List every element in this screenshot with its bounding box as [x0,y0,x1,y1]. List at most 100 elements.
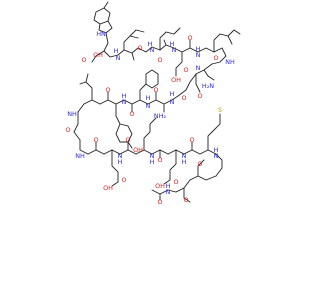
bond [129,29,145,37]
atom-label: O [93,136,98,144]
bond [103,1,109,9]
atom-label: O [183,196,188,204]
atom-label: H₂N [202,82,214,90]
bond [91,50,105,63]
atom-label: OH [93,51,103,59]
atom-label: N [196,51,201,59]
bond-ring [93,7,111,25]
bond [215,167,223,177]
atom-label: O [181,94,186,102]
atom-label: N [182,152,187,160]
atom-label: HN [96,30,106,38]
atom-label: O [213,54,218,62]
bond [147,99,173,105]
atom-label: O [105,86,110,94]
bond [87,149,105,155]
atom-label: N [116,54,121,62]
bond [173,47,183,77]
atom-label: N [122,98,127,106]
atom-labels: HN OH O H N O N H O N H O OH O N H O NH … [65,30,234,206]
bond [169,149,177,181]
bond [103,50,119,58]
bond [183,187,191,203]
bond [197,159,205,177]
atom-label: N [172,46,177,54]
bond-skeleton [73,1,241,203]
atom-label: O [157,156,162,164]
atom-label: N [170,98,175,106]
atom-label: H [182,158,187,166]
bond [189,175,217,181]
bond [151,44,175,51]
atom-label: H [148,40,153,48]
atom-label: H [114,47,119,55]
atom-label: O [197,92,202,100]
bond [207,113,221,151]
atom-label: H [170,40,175,48]
atom-label: NH₂ [154,112,167,120]
bond [85,73,89,83]
bond [183,149,201,155]
atom-label: NH [225,58,235,66]
bond [163,179,171,185]
atom-label: H [150,158,155,166]
bond [215,153,223,169]
atom-label: O [183,66,188,74]
bond [79,139,89,155]
molecule-canvas: HN OH O H N O N H O N H O OH O N H O NH … [65,1,241,206]
atom-label: O [189,136,194,144]
atom-label: O [137,44,142,52]
bond [123,99,149,105]
atom-label: N [118,152,123,160]
atom-label: NH [67,110,77,118]
atom-label: N [146,102,151,110]
atom-label: OH [155,182,165,190]
bond [137,46,153,53]
atom-label: N [214,152,219,160]
bond [79,81,93,101]
atom-label: O [121,176,126,184]
atom-label: O [125,136,130,144]
bond [117,47,139,56]
atom-label: H [214,146,219,154]
bond [167,179,191,193]
bond [203,69,215,81]
bond [139,83,147,101]
atom-label: O [157,198,162,206]
bond [143,117,157,151]
bond [171,89,187,101]
bond [77,99,101,113]
bond [111,181,119,187]
atom-label: H [146,94,151,102]
bond [197,47,223,53]
bond [73,123,81,141]
bond [123,35,139,51]
atom-label: N [196,64,201,72]
atom-label: O [129,110,134,118]
atom-label: NH [75,152,85,160]
atom-label: N [150,152,155,160]
peptide-structure: HN OH O H N O N H O N H O OH O N H O NH … [65,1,241,206]
atom-label: H [196,45,201,53]
atom-label: H [170,90,175,98]
atom-label: OH [133,146,143,154]
atom-label: H [166,182,171,190]
bond [195,73,201,93]
atom-label: O [187,34,192,42]
bond-ring [145,69,159,89]
bond [127,141,133,149]
atom-label: N [166,188,171,196]
atom-label: O [197,160,202,168]
atom-label: O [157,56,162,64]
atom-label: O [153,86,158,94]
atom-label: O [173,178,178,186]
bond [159,27,181,51]
atom-label: N [150,46,155,54]
bond [99,99,125,105]
bond [131,52,135,61]
atom-label: O [81,56,86,64]
atom-label: H [118,158,123,166]
atom-label: OH [103,184,113,192]
bond [115,103,121,125]
bond [211,47,227,65]
